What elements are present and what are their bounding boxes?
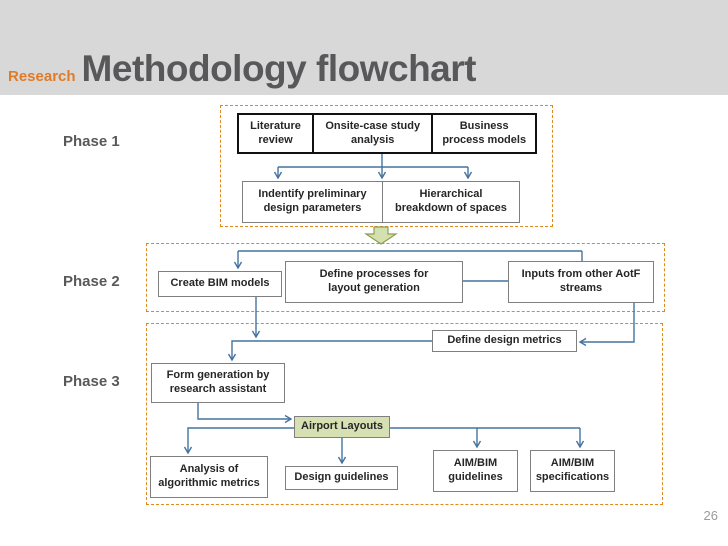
box-inputs-aotf-streams: Inputs from other AotF streams	[508, 261, 654, 303]
slide-title: Research Methodology flowchart	[8, 48, 476, 90]
phase1-output-row: Indentify preliminary design parameters …	[242, 181, 520, 223]
phase-3-group-frame	[146, 323, 663, 505]
box-analysis-algorithmic-metrics: Analysis of algorithmic metrics	[150, 456, 268, 498]
box-design-guidelines: Design guidelines	[285, 466, 398, 490]
box-define-processes: Define processes for layout generation	[285, 261, 463, 303]
page-number: 26	[703, 508, 718, 523]
down-block-arrow-icon	[364, 226, 398, 245]
title-prefix: Research	[8, 68, 76, 85]
box-hierarchical-breakdown: Hierarchical breakdown of spaces	[381, 182, 519, 222]
page-title: Methodology flowchart	[81, 48, 477, 89]
phase-2-group-frame	[146, 243, 665, 312]
box-form-generation: Form generation by research assistant	[151, 363, 285, 403]
box-onsite-case-study: Onsite-case study analysis	[312, 115, 431, 152]
phase-3-label: Phase 3	[63, 373, 120, 390]
phase-2-label: Phase 2	[63, 273, 120, 290]
box-aim-bim-specifications: AIM/BIM specifications	[530, 450, 615, 492]
phase1-source-row: Literature review Onsite-case study anal…	[237, 113, 537, 154]
box-define-design-metrics: Define design metrics	[432, 330, 577, 352]
title-band	[0, 0, 728, 95]
box-create-bim-models: Create BIM models	[158, 271, 282, 297]
box-literature-review: Literature review	[250, 119, 301, 146]
box-identify-parameters: Indentify preliminary design parameters	[258, 188, 367, 214]
box-aim-bim-guidelines: AIM/BIM guidelines	[433, 450, 518, 492]
box-airport-layouts: Airport Layouts	[294, 416, 390, 438]
phase-1-label: Phase 1	[63, 133, 120, 150]
box-business-process-models: Business process models	[431, 115, 535, 152]
